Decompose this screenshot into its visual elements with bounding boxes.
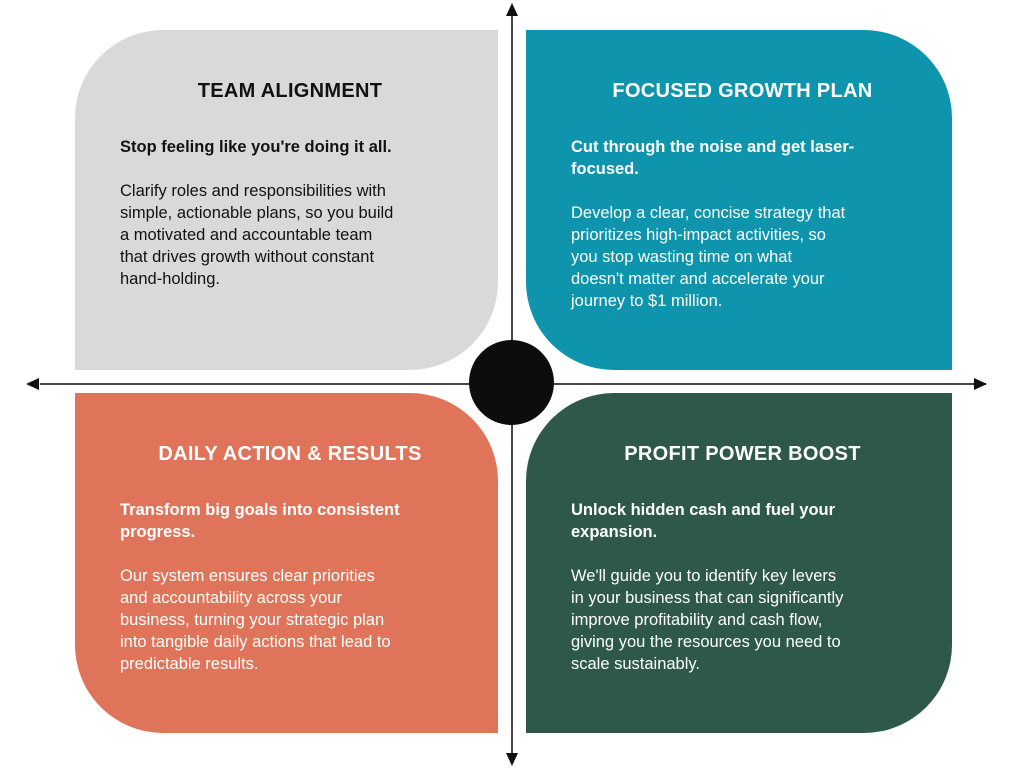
arrow-right-icon (974, 378, 987, 390)
quadrant-title: TEAM ALIGNMENT (197, 80, 383, 102)
quadrant-title: PROFIT POWER BOOST (624, 443, 861, 465)
quadrant-subtitle: Transform big goals into consistent prog… (120, 501, 400, 541)
quadrant-subtitle: Unlock hidden cash and fuel your expansi… (571, 501, 836, 541)
quadrant-team-alignment: TEAM ALIGNMENT Stop feeling like you're … (75, 30, 498, 370)
quadrant-profit-power-boost: PROFIT POWER BOOST Unlock hidden cash an… (526, 393, 952, 733)
center-dot (469, 340, 554, 425)
quadrant-subtitle: Cut through the noise and get laser- foc… (571, 138, 855, 178)
quadrant-subtitle: Stop feeling like you're doing it all. (120, 138, 392, 156)
quadrant-title: DAILY ACTION & RESULTS (158, 443, 422, 465)
quadrant-title: FOCUSED GROWTH PLAN (612, 80, 873, 102)
quadrant-daily-action-results: DAILY ACTION & RESULTS Transform big goa… (75, 393, 498, 733)
quadrant-focused-growth-plan: FOCUSED GROWTH PLAN Cut through the nois… (526, 30, 952, 370)
arrow-left-icon (26, 378, 39, 390)
quadrant-body: Clarify roles and responsibilities with … (120, 182, 394, 288)
quadrant-body: We'll guide you to identify key levers i… (571, 567, 844, 673)
quadrant-body: Our system ensures clear priorities and … (120, 567, 391, 673)
quadrant-body: Develop a clear, concise strategy that p… (571, 204, 846, 310)
arrow-down-icon (506, 753, 518, 766)
arrow-up-icon (506, 3, 518, 16)
